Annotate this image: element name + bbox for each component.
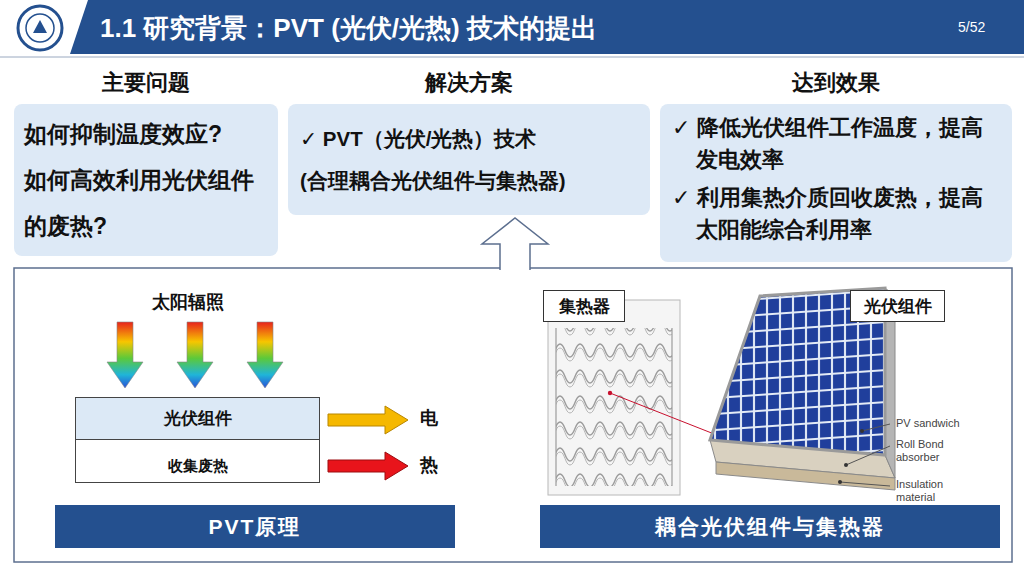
body-text: ✓ 降低光伏组件工作温度，提高发电效率: [672, 112, 1002, 176]
output-label: 热: [420, 455, 450, 476]
logo-ring: [18, 6, 62, 50]
decor-path: [177, 322, 213, 388]
column-heading: 达到效果: [660, 68, 1012, 104]
part-name: Insulation material: [896, 478, 972, 503]
decor-path: [247, 322, 283, 388]
column-heading: 主要问题: [14, 68, 278, 104]
caption-band: 耦合光伏组件与集热器: [540, 505, 1000, 548]
decor-line: [862, 424, 890, 431]
node-label: 收集废热: [76, 457, 319, 476]
body-text: ✓ PVT（光伏/光热）技术: [300, 118, 638, 160]
text-panel: ✓ PVT（光伏/光热）技术(合理耦合光伏组件与集热器): [288, 104, 650, 215]
decor-line: [840, 482, 890, 486]
heat-layer: 收集废热: [75, 440, 320, 483]
decor-rect: [556, 328, 672, 486]
callout-tag: 集热器: [543, 290, 625, 322]
node-label: 光伏组件: [864, 295, 932, 318]
electricity-arrow: [328, 406, 408, 434]
node-label: 光伏组件: [164, 407, 232, 430]
decor-path: [107, 322, 143, 388]
body-text: 如何抑制温度效应?: [24, 111, 268, 157]
header-band: [70, 0, 1024, 54]
decor-circle: [608, 391, 612, 395]
body-text: ✓ 利用集热介质回收废热，提高太阳能综合利用率: [672, 182, 1002, 246]
decor-circle: [860, 429, 864, 433]
node-label: 耦合光伏组件与集热器: [655, 513, 885, 541]
column-box: 主要问题如何抑制温度效应?如何高效利用光伏组件的废热?: [14, 68, 278, 256]
part-name: PV sandwich: [896, 417, 996, 430]
text-panel: ✓ 降低光伏组件工作温度，提高发电效率✓ 利用集热介质回收废热，提高太阳能综合利…: [660, 104, 1012, 262]
slide-title: 1.1 研究背景：PVT (光伏/光热) 技术的提出: [100, 11, 597, 46]
node-label: 集热器: [559, 295, 610, 318]
decor-circle: [838, 480, 842, 484]
column-heading: 解决方案: [288, 68, 650, 104]
node-label: PVT原理: [209, 513, 302, 541]
callout-tag: 光伏组件: [850, 290, 945, 322]
decor-rect: [548, 300, 680, 495]
sun-arrows: [107, 322, 283, 388]
column-box: 解决方案✓ PVT（光伏/光热）技术(合理耦合光伏组件与集热器): [288, 68, 650, 215]
body-text: (合理耦合光伏组件与集热器): [300, 160, 638, 202]
decor-polygon: [716, 462, 895, 490]
page-number: 5/52: [958, 19, 1018, 35]
radiation-label: 太阳辐照: [152, 292, 262, 313]
pv-layer: 光伏组件: [75, 397, 320, 440]
column-box: 达到效果✓ 降低光伏组件工作温度，提高发电效率✓ 利用集热介质回收废热，提高太阳…: [660, 68, 1012, 262]
decor-line: [555, 328, 556, 486]
part-name: Roll Bond absorber: [896, 438, 966, 463]
caption-band: PVT原理: [55, 505, 455, 548]
outer-frame: [14, 268, 1012, 562]
hollow-arrow: [482, 218, 548, 270]
logo-inner: [26, 14, 54, 42]
heat-arrow: [328, 452, 408, 480]
body-text: 如何高效利用光伏组件的废热?: [24, 157, 268, 249]
logo-mark: [33, 20, 47, 33]
decor-circle: [844, 463, 848, 467]
decor-line: [846, 446, 890, 465]
header-rule: [0, 57, 1024, 58]
output-label: 电: [420, 408, 450, 429]
text-panel: 如何抑制温度效应?如何高效利用光伏组件的废热?: [14, 104, 278, 256]
decor-line: [671, 328, 672, 486]
